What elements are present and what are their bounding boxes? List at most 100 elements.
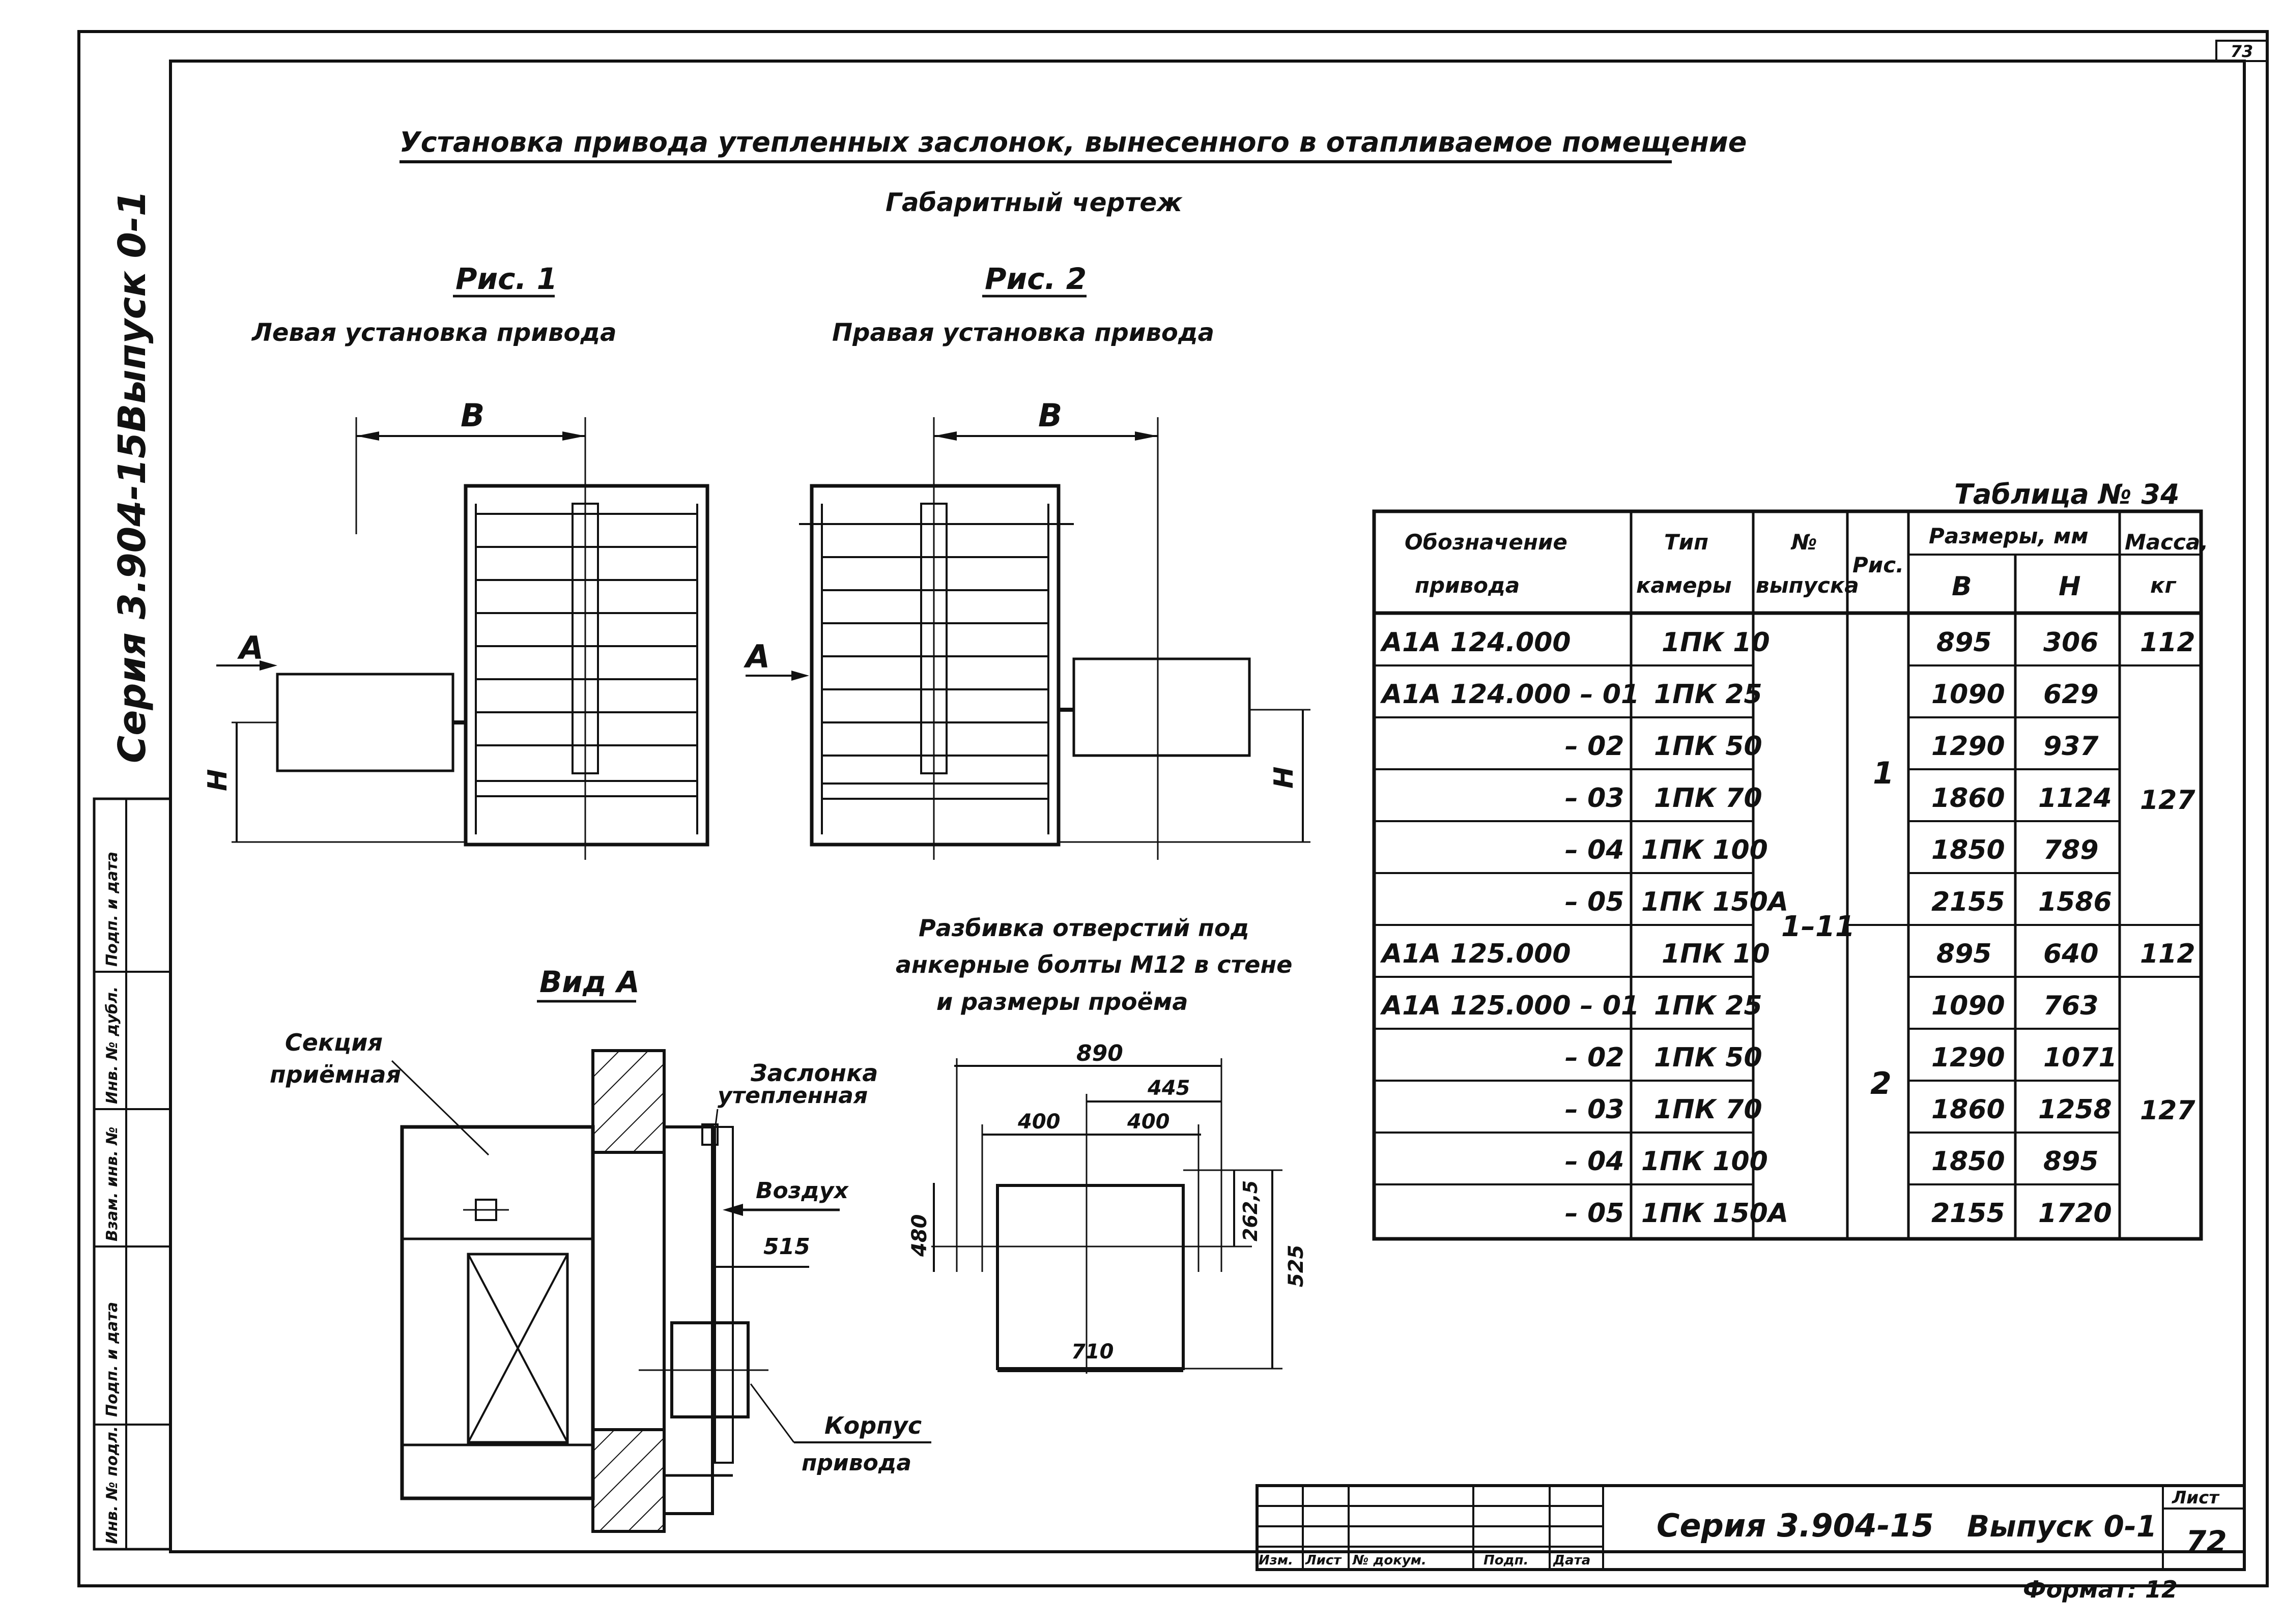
cell-h: 1586 bbox=[2038, 887, 2112, 917]
cell-designation: А1А 125.000 bbox=[1380, 939, 1571, 969]
cell-designation: – 02 bbox=[1565, 731, 1624, 762]
th-b: В bbox=[1952, 571, 1972, 602]
th-mass-2: кг bbox=[2150, 573, 2177, 598]
fig1-dim-b-arrow-right bbox=[562, 431, 585, 441]
cell-camera: 1ПК 10 bbox=[1662, 939, 1770, 969]
cell-b: 1850 bbox=[1931, 835, 2005, 865]
cell-h: 789 bbox=[2043, 835, 2099, 865]
cell-mass-a2: 127 bbox=[2140, 785, 2195, 816]
view-a-cross-box bbox=[467, 1253, 569, 1444]
holes-dim-400a: 400 bbox=[1017, 1110, 1061, 1134]
view-a-section-label-1: Секция bbox=[285, 1029, 383, 1056]
corner-sheet-number: 73 bbox=[2231, 42, 2253, 61]
cell-b: 2155 bbox=[1931, 887, 2005, 917]
fig1-dim-h-label: Н bbox=[203, 769, 233, 791]
view-a-wall-bottom bbox=[591, 1428, 666, 1533]
view-a-body-label-1: Корпус bbox=[824, 1412, 922, 1439]
fig2-dim-b-arrow-right bbox=[1135, 431, 1158, 441]
cell-h: 1720 bbox=[2038, 1198, 2112, 1229]
cell-camera: 1ПК 100 bbox=[1641, 1146, 1768, 1177]
table-row: А1А 124.000 1ПК 10 895 306 bbox=[1380, 627, 2099, 658]
table-row: А1А 124.000 – 01 1ПК 25 1090 629 bbox=[1380, 679, 2099, 710]
th-designation-1: Обозначение bbox=[1405, 530, 1567, 555]
data-table: Таблица № 34 Обозначение привода Тип bbox=[1372, 478, 2208, 1241]
title-block-border bbox=[1255, 1484, 2246, 1571]
title-block-grid bbox=[1257, 1486, 2244, 1570]
cell-b: 1090 bbox=[1931, 679, 2005, 710]
view-a-damper-label-1: Заслонка bbox=[750, 1059, 878, 1087]
fig2-arrow-a-label: А bbox=[743, 638, 770, 675]
table-row: – 05 1ПК 150А 2155 1720 bbox=[1565, 1198, 2112, 1229]
cell-b: 895 bbox=[1936, 627, 1992, 658]
table-title: Таблица № 34 bbox=[1954, 478, 2180, 510]
holes-dim-525: 525 bbox=[1285, 1245, 1308, 1288]
view-a-rod bbox=[714, 1126, 734, 1464]
view-a-damper bbox=[663, 1125, 714, 1515]
table-row: – 05 1ПК 150А 2155 1586 bbox=[1565, 887, 2112, 917]
th-dimensions: Размеры, мм bbox=[1929, 524, 2089, 548]
tb-sheet-number: 72 bbox=[2186, 1524, 2227, 1559]
fig1-label: Рис. 1 bbox=[455, 262, 557, 296]
fig1-arrow-a-label: А bbox=[237, 629, 264, 666]
hole-layout: Разбивка отверстий под анкерные болты М1… bbox=[896, 914, 1308, 1374]
outer-frame bbox=[77, 30, 2269, 1587]
fig2-dim-b-label: В bbox=[1038, 397, 1062, 434]
view-a-wall-top bbox=[591, 1049, 666, 1154]
view-a-air-label: Воздух bbox=[756, 1178, 849, 1204]
cell-designation: – 04 bbox=[1565, 1146, 1624, 1177]
cell-h: 895 bbox=[2043, 1146, 2099, 1177]
th-camera-2: камеры bbox=[1636, 573, 1732, 598]
cell-h: 1071 bbox=[2043, 1042, 2117, 1073]
side-issue-text: Выпуск 0-1 bbox=[110, 190, 154, 432]
cell-b: 895 bbox=[1936, 939, 1992, 969]
holes-dim-445: 445 bbox=[1147, 1077, 1190, 1100]
corner-sheet-box bbox=[2215, 40, 2268, 62]
figure-1: Рис. 1 Левая установка привода В bbox=[203, 262, 709, 860]
cell-camera: 1ПК 70 bbox=[1654, 1094, 1762, 1125]
cell-fig-1: 1 bbox=[1873, 756, 1894, 791]
th-issue-1: № bbox=[1790, 530, 1817, 555]
fig1-louvers bbox=[475, 504, 698, 834]
side-cell-podp-data-2: Подп. и дата bbox=[103, 852, 121, 967]
cell-camera: 1ПК 150А bbox=[1641, 1198, 1788, 1229]
cell-h: 763 bbox=[2043, 991, 2099, 1021]
view-a-body-leader bbox=[750, 1383, 795, 1443]
title-block: Изм. Лист № докум. Подп. Дата Серия 3.90… bbox=[1255, 1484, 2246, 1603]
view-a-section-label-2: приёмная bbox=[270, 1061, 401, 1088]
fig2-louvers bbox=[799, 504, 1074, 834]
cell-mass-b2: 127 bbox=[2140, 1095, 2195, 1126]
cell-designation: – 04 bbox=[1565, 835, 1624, 865]
table-row: – 04 1ПК 100 1850 895 bbox=[1565, 1146, 2099, 1177]
cell-camera: 1ПК 70 bbox=[1654, 783, 1762, 814]
cell-b: 1850 bbox=[1931, 1146, 2005, 1177]
tb-format: Формат: 12 bbox=[2023, 1576, 2178, 1603]
cell-mass-a1: 112 bbox=[2140, 627, 2195, 658]
cell-h: 640 bbox=[2043, 939, 2099, 969]
table-row: – 02 1ПК 50 1290 937 bbox=[1565, 731, 2099, 762]
holes-caption-line2: анкерные болты М12 в стене bbox=[896, 951, 1292, 978]
cell-h: 1258 bbox=[2038, 1094, 2112, 1125]
figure-2: Рис. 2 Правая установка привода В bbox=[743, 262, 1310, 860]
holes-caption-line1: Разбивка отверстий под bbox=[919, 914, 1249, 942]
cell-designation: – 05 bbox=[1565, 887, 1624, 917]
cell-designation: – 02 bbox=[1565, 1042, 1624, 1073]
cell-h: 306 bbox=[2043, 627, 2099, 658]
cell-b: 1090 bbox=[1931, 991, 2005, 1021]
fig2-dim-h-label: Н bbox=[1269, 766, 1299, 789]
cell-b: 1290 bbox=[1931, 1042, 2005, 1073]
fig2-caption: Правая установка привода bbox=[832, 318, 1214, 347]
fig1-caption: Левая установка привода bbox=[251, 318, 617, 347]
cell-h: 1124 bbox=[2038, 783, 2112, 814]
fig2-frame bbox=[810, 484, 1061, 847]
view-a: Вид А Секция приёмная Заслонка утепленна… bbox=[270, 965, 931, 1533]
cell-mass-b1: 112 bbox=[2140, 939, 2195, 969]
cell-designation: А1А 125.000 – 01 bbox=[1380, 991, 1639, 1021]
cell-b: 2155 bbox=[1931, 1198, 2005, 1229]
view-a-body-label-2: привода bbox=[802, 1450, 911, 1476]
view-a-section-leader bbox=[391, 1060, 490, 1156]
side-cell-inv-dubl: Инв. № дубл. bbox=[103, 987, 121, 1104]
view-a-cross-line bbox=[467, 1254, 568, 1443]
tb-series: Серия 3.904-15 bbox=[1657, 1507, 1934, 1544]
cell-b: 1860 bbox=[1931, 783, 2005, 814]
cell-designation: А1А 124.000 – 01 bbox=[1380, 679, 1639, 710]
